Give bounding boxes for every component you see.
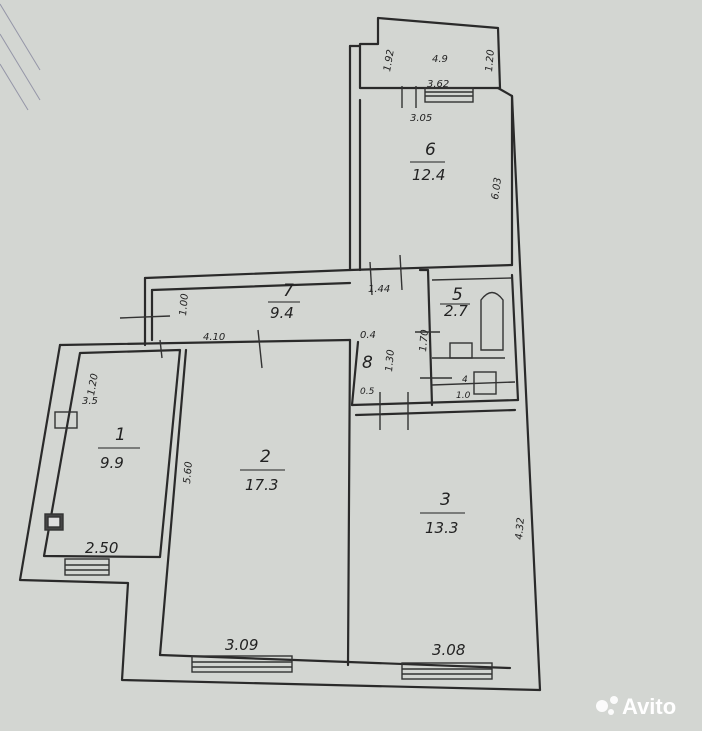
closet-a: 0.4 bbox=[360, 330, 376, 341]
room3-width: 3.08 bbox=[432, 641, 465, 659]
room3-length: 4.32 bbox=[514, 517, 527, 540]
room6-width: 3.05 bbox=[410, 113, 432, 124]
room-labels: 6 12.4 7 9.4 5 2.7 4 1.0 8 0.5 1 9.9 2 1… bbox=[98, 54, 471, 537]
notebook-lines bbox=[0, 3, 41, 111]
room-4-number: 4 bbox=[462, 375, 468, 385]
room-5-area: 2.7 bbox=[444, 302, 468, 320]
room1-depth-a: 1.20 bbox=[86, 373, 101, 397]
room2-width: 3.09 bbox=[225, 636, 258, 654]
avito-logo-icon bbox=[596, 700, 608, 712]
room-8-number: 8 bbox=[362, 353, 373, 373]
room-2-number: 2 bbox=[260, 447, 271, 467]
room6-length: 6.03 bbox=[490, 177, 504, 201]
room-3-number: 3 bbox=[440, 490, 451, 510]
bath-depth: 1.70 bbox=[418, 329, 431, 352]
balcony-depth-right: 1.20 bbox=[484, 49, 497, 72]
corridor-width: 1.44 bbox=[368, 284, 390, 295]
room-6-area: 12.4 bbox=[412, 166, 445, 184]
exterior-walls bbox=[18, 16, 542, 692]
balcony-area: 4.9 bbox=[432, 54, 448, 65]
bathtub-icon bbox=[480, 291, 504, 351]
sink-icon bbox=[449, 342, 473, 359]
room-6-number: 6 bbox=[425, 140, 436, 160]
room1-depth-b: 3.5 bbox=[82, 396, 98, 407]
avito-watermark-text: Avito bbox=[622, 694, 676, 719]
windows bbox=[64, 87, 493, 680]
room-1-number: 1 bbox=[115, 425, 126, 445]
avito-watermark: Avito bbox=[596, 694, 676, 719]
closet-icon bbox=[54, 411, 78, 429]
room-8-area: 0.5 bbox=[360, 387, 375, 397]
hall-length: 4.10 bbox=[203, 332, 225, 343]
room-5-number: 5 bbox=[452, 285, 463, 305]
toilet-icon bbox=[473, 371, 497, 395]
room-7-area: 9.4 bbox=[270, 304, 294, 322]
room-1-area: 9.9 bbox=[100, 454, 124, 472]
fixtures bbox=[44, 291, 504, 531]
dimension-labels: 1.92 1.20 3.62 3.05 6.03 1.44 1.00 4.10 … bbox=[82, 49, 527, 659]
hall-depth: 1.00 bbox=[178, 293, 191, 316]
door-openings bbox=[119, 86, 452, 430]
room-7-number: 7 bbox=[283, 281, 294, 301]
balcony-width: 3.62 bbox=[427, 79, 449, 90]
room-3-area: 13.3 bbox=[425, 519, 458, 537]
room-4-area: 1.0 bbox=[456, 391, 471, 401]
room1-width: 2.50 bbox=[85, 539, 118, 557]
room-2-area: 17.3 bbox=[245, 476, 278, 494]
closet-b: 1.30 bbox=[384, 349, 397, 372]
room2-depth: 5.60 bbox=[182, 461, 195, 484]
balcony-depth: 1.92 bbox=[382, 49, 397, 73]
